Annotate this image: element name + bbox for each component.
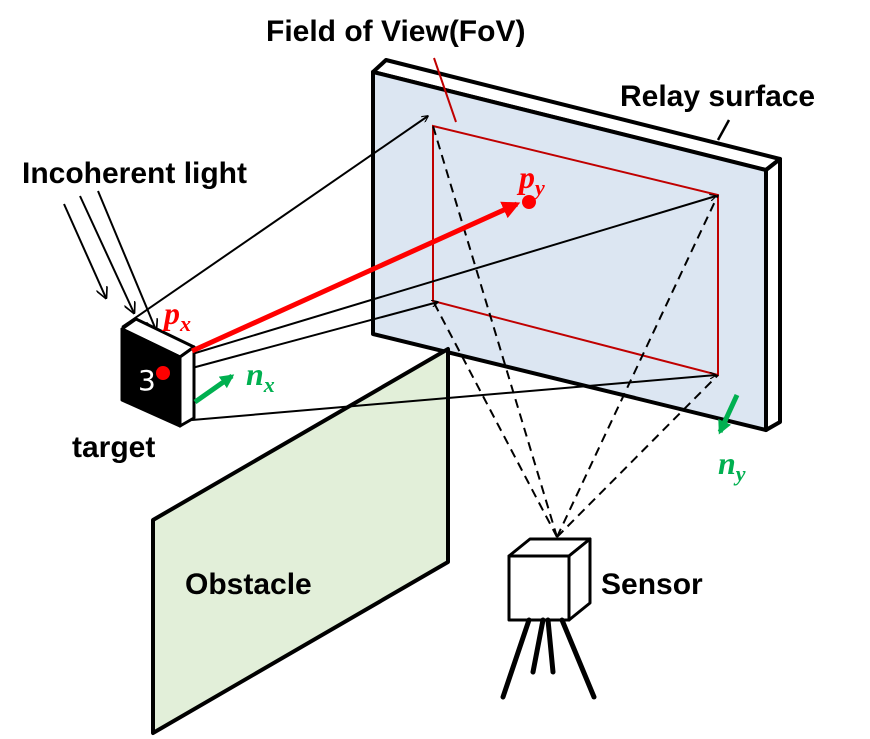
tripod-leg-4 <box>559 617 597 700</box>
py-sub: y <box>532 175 545 200</box>
obstacle <box>151 347 450 735</box>
ny-base: n <box>718 445 736 481</box>
target-ray-mid <box>191 302 438 369</box>
ny-sub: y <box>733 461 746 486</box>
relay-surface-side-edge <box>764 157 782 432</box>
target-label: target <box>72 431 155 464</box>
sensor-ray-4 <box>556 374 719 538</box>
sensor-rays <box>432 125 719 538</box>
relay-point-py <box>522 195 536 209</box>
light-arrow-1 <box>63 203 106 298</box>
incoherent-light-label: Incoherent light <box>22 157 247 190</box>
sensor-camera <box>507 537 592 622</box>
red-arrow-px-to-py <box>190 201 521 354</box>
fov-label: Field of View(FoV) <box>266 15 525 48</box>
relay-leader-line <box>716 119 731 141</box>
sensor-label: Sensor <box>601 568 703 601</box>
obstacle-label: Obstacle <box>185 568 312 601</box>
normal-arrow-nx <box>193 373 235 405</box>
ny-label: ny <box>718 445 746 486</box>
py-base: p <box>516 159 535 195</box>
nx-base: n <box>246 356 264 392</box>
target-digit: 3 <box>138 364 156 397</box>
tripod-leg-3 <box>545 617 556 675</box>
target-ray-top <box>121 116 428 328</box>
tripod-leg-1 <box>500 617 532 700</box>
normal-arrow-ny <box>717 393 740 435</box>
target-point-px <box>156 366 170 380</box>
fov-leader-line <box>433 57 457 123</box>
px-label: px <box>161 295 191 336</box>
sensor-tripod <box>500 617 597 700</box>
light-arrow-2 <box>79 195 134 313</box>
target-ray-bottom <box>191 375 716 421</box>
tripod-leg-2 <box>530 617 546 675</box>
incoherent-light-arrows <box>63 190 156 330</box>
target-ray-right <box>191 196 716 355</box>
relay-surface-label: Relay surface <box>620 80 815 113</box>
sensor-ray-2 <box>556 194 719 538</box>
target-box-front <box>120 327 182 428</box>
px-sub: x <box>179 311 191 336</box>
sensor-cube-front <box>507 554 571 622</box>
px-base: p <box>161 295 180 331</box>
py-label: py <box>516 159 545 200</box>
relay-surface <box>371 58 782 432</box>
target-box-side <box>178 345 196 428</box>
light-arrow-3 <box>97 190 156 330</box>
sensor-ray-1 <box>432 125 558 538</box>
relay-surface-face <box>371 70 768 432</box>
nx-label: nx <box>246 356 275 397</box>
target-rays <box>121 116 716 421</box>
target-box: 3 <box>120 317 196 428</box>
nx-sub: x <box>263 372 275 397</box>
